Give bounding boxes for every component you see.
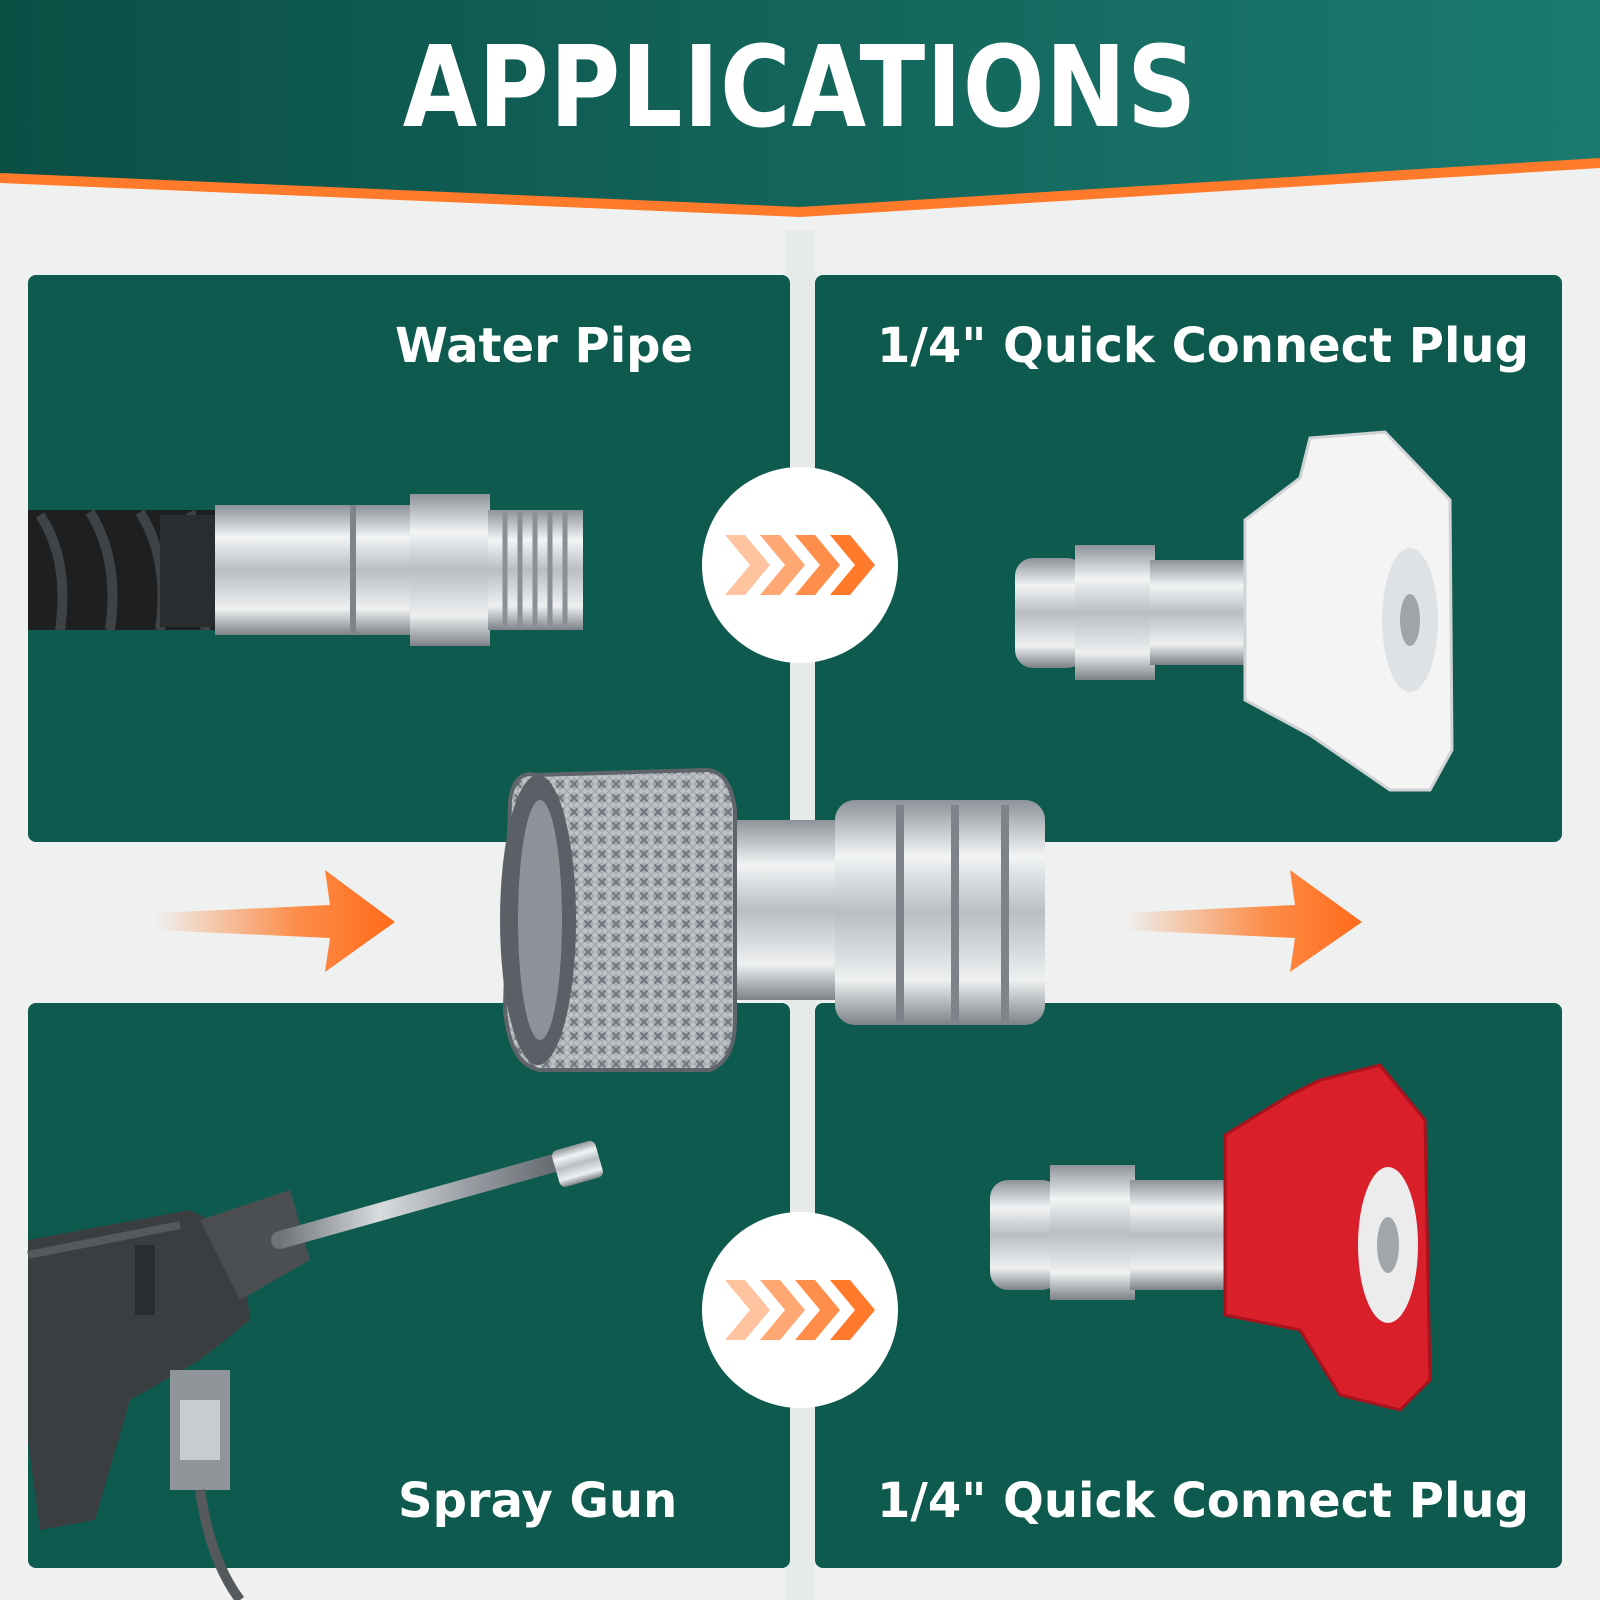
panel-label-water-pipe: Water Pipe — [395, 318, 694, 374]
panel-label-quick-connect-bottom: 1/4" Quick Connect Plug — [877, 1473, 1529, 1529]
header-banner — [0, 0, 1600, 218]
panel-quick-connect-plug-red: 1/4" Quick Connect Plug — [815, 1003, 1562, 1568]
panel-label-spray-gun: Spray Gun — [398, 1473, 678, 1529]
panel-spray-gun: Spray Gun — [28, 1003, 790, 1568]
panel-water-pipe: Water Pipe — [28, 275, 790, 842]
page-title: APPLICATIONS — [402, 23, 1198, 153]
panel-label-quick-connect-top: 1/4" Quick Connect Plug — [877, 318, 1529, 374]
panel-quick-connect-plug-white: 1/4" Quick Connect Plug — [815, 275, 1562, 842]
